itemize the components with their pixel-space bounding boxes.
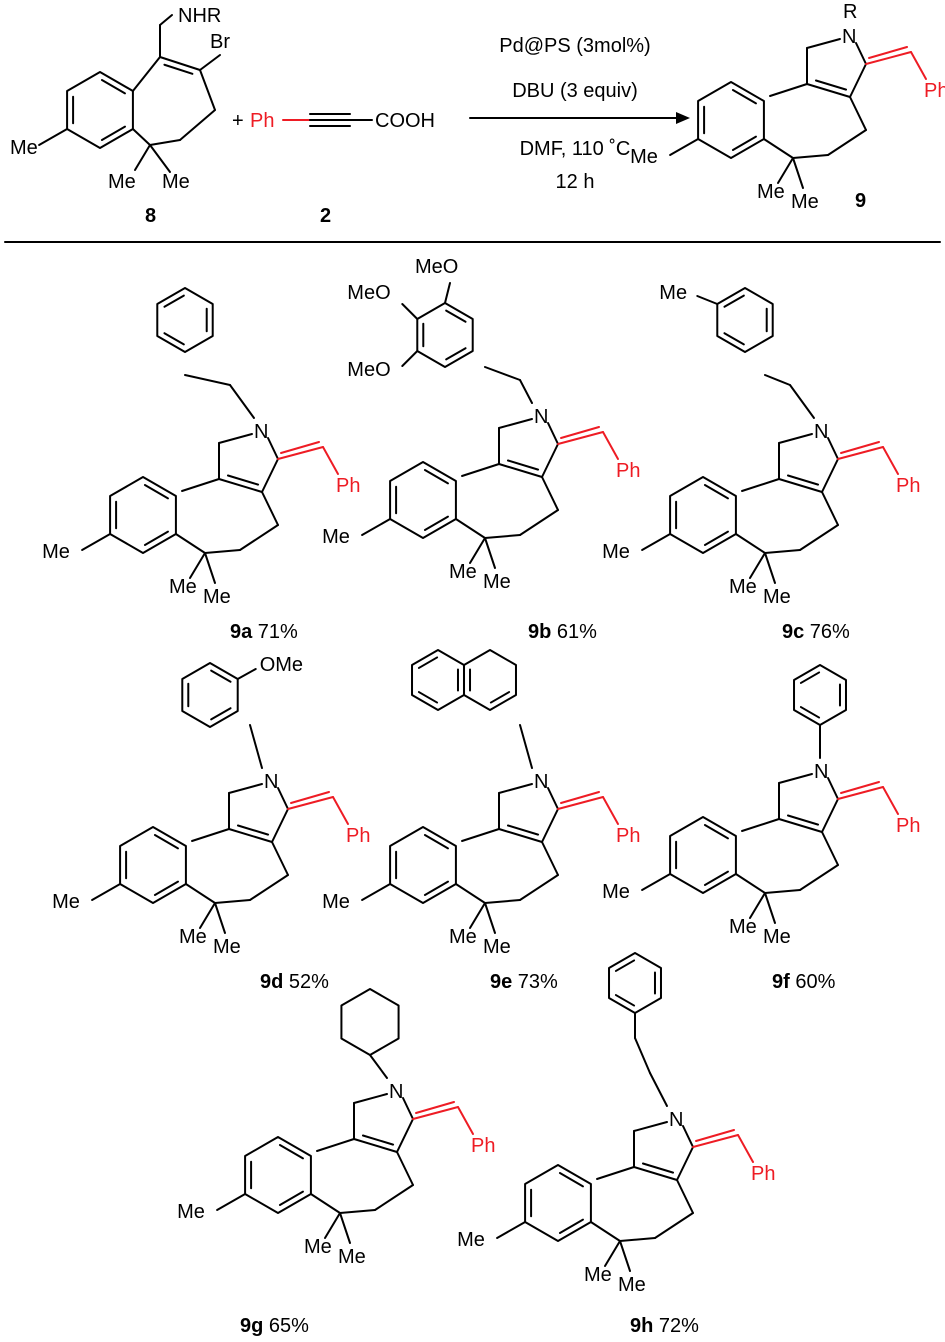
nitrogen-label: N bbox=[534, 406, 548, 428]
aryl-methyl-label: Me bbox=[602, 881, 630, 903]
phenyl-label: Ph bbox=[616, 825, 640, 847]
phenyl-label: Ph bbox=[896, 815, 920, 837]
yield-label: 9a 71% bbox=[230, 621, 298, 643]
phenyl-label: Ph bbox=[346, 825, 370, 847]
gem-methyl-label: Me bbox=[304, 1236, 332, 1258]
phenyl-substituent bbox=[793, 664, 847, 759]
cyclohexyl-substituent bbox=[340, 988, 400, 1079]
compound-8-label: 8 bbox=[145, 205, 156, 227]
aryl-methyl-label: Me bbox=[177, 1201, 205, 1223]
phenyl-label: Ph bbox=[751, 1163, 775, 1185]
nitrogen-label: N bbox=[814, 761, 828, 783]
aryl-methyl-label: Me bbox=[42, 541, 70, 563]
gem-methyl-label: Me bbox=[483, 571, 511, 593]
phenyl-label: Ph bbox=[471, 1135, 495, 1157]
methoxybenzyl-substituent: OMe bbox=[181, 654, 303, 769]
gem-methyl-label: Me bbox=[179, 926, 207, 948]
condition-text: DBU (3 equiv) bbox=[512, 80, 638, 102]
phenyl-label: Ph bbox=[896, 475, 920, 497]
aryl-methyl-label: Me bbox=[630, 146, 658, 168]
yield-label: 9h 72% bbox=[630, 1315, 699, 1337]
nitrogen-label: N bbox=[669, 1109, 683, 1131]
gem-methyl-label: Me bbox=[203, 586, 231, 608]
gem-methyl-label: Me bbox=[763, 926, 791, 948]
condition-text: Pd@PS (3mol%) bbox=[499, 35, 650, 57]
yield-label: 9f 60% bbox=[772, 971, 836, 993]
compound-2-label: 2 bbox=[320, 205, 331, 227]
methoxy-label: OMe bbox=[260, 654, 303, 676]
arrow-head bbox=[676, 112, 690, 124]
aryl-methyl-label: Me bbox=[602, 541, 630, 563]
nitrogen-label: N bbox=[842, 26, 856, 48]
phenyl-label: Ph bbox=[336, 475, 360, 497]
compound-9-label: 9 bbox=[855, 190, 866, 212]
methylbenzyl-substituent: Me bbox=[659, 282, 815, 419]
gem-methyl-label: Me bbox=[757, 181, 785, 203]
phenyl-label: Ph bbox=[616, 460, 640, 482]
gem-methyl-label: Me bbox=[483, 936, 511, 958]
aryl-methyl-label: Me bbox=[10, 137, 38, 159]
methoxy-label: MeO bbox=[347, 359, 390, 381]
gem-methyl-label: Me bbox=[791, 191, 819, 213]
r-group-label: R bbox=[843, 1, 857, 23]
condition-text: DMF, 110 ˚C bbox=[520, 138, 631, 160]
nitrogen-label: N bbox=[254, 421, 268, 443]
bromo-label: Br bbox=[210, 31, 230, 53]
gem-methyl-label: Me bbox=[162, 171, 190, 193]
methyl-label: Me bbox=[659, 282, 687, 304]
gem-methyl-label: Me bbox=[763, 586, 791, 608]
aryl-methyl-label: Me bbox=[322, 526, 350, 548]
gem-methyl-label: Me bbox=[449, 926, 477, 948]
aryl-methyl-label: Me bbox=[457, 1229, 485, 1251]
aryl-methyl-label: Me bbox=[322, 891, 350, 913]
aryl-methyl-label: Me bbox=[52, 891, 80, 913]
benzyl-substituent bbox=[156, 287, 255, 419]
gem-methyl-label: Me bbox=[338, 1246, 366, 1268]
gem-methyl-label: Me bbox=[584, 1264, 612, 1286]
yield-label: 9e 73% bbox=[490, 971, 558, 993]
nitrogen-label: N bbox=[534, 771, 548, 793]
methoxy-label: MeO bbox=[415, 256, 458, 278]
gem-methyl-label: Me bbox=[618, 1274, 646, 1296]
yield-label: 9b 61% bbox=[528, 621, 597, 643]
methoxy-label: MeO bbox=[347, 282, 390, 304]
naphthylmethyl-substituent bbox=[411, 649, 533, 769]
nitrogen-label: N bbox=[814, 421, 828, 443]
yield-label: 9c 76% bbox=[782, 621, 850, 643]
yield-label: 9g 65% bbox=[240, 1315, 309, 1337]
gem-methyl-label: Me bbox=[729, 576, 757, 598]
gem-methyl-label: Me bbox=[213, 936, 241, 958]
trimethoxybenzyl-substituent: MeO MeO MeO bbox=[347, 256, 533, 404]
amine-label: NHR bbox=[178, 5, 221, 27]
yield-label: 9d 52% bbox=[260, 971, 329, 993]
gem-methyl-label: Me bbox=[169, 576, 197, 598]
acid-label: COOH bbox=[375, 110, 435, 132]
nitrogen-label: N bbox=[264, 771, 278, 793]
gem-methyl-label: Me bbox=[108, 171, 136, 193]
phenyl-label: Ph bbox=[250, 110, 274, 132]
condition-text: 12 h bbox=[556, 171, 595, 193]
phenethyl-substituent bbox=[608, 952, 668, 1107]
gem-methyl-label: Me bbox=[729, 916, 757, 938]
nitrogen-label: N bbox=[389, 1081, 403, 1103]
phenyl-label: Ph bbox=[924, 80, 945, 102]
plus-sign: + bbox=[232, 110, 244, 132]
gem-methyl-label: Me bbox=[449, 561, 477, 583]
